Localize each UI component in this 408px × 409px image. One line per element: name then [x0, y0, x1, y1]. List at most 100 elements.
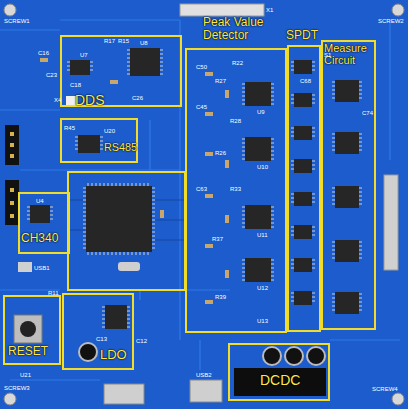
chip-pins — [312, 128, 315, 129]
chip-pins — [312, 264, 315, 265]
chip-pins — [332, 258, 335, 259]
chip-pins — [271, 227, 274, 228]
chip-pins — [242, 268, 245, 269]
passives — [205, 112, 213, 116]
chip-pins — [83, 220, 86, 221]
chip-pins — [104, 252, 105, 255]
chip-pins — [359, 138, 362, 139]
chip-pins — [160, 50, 163, 51]
chip-pins — [332, 188, 335, 189]
chip-pins — [332, 294, 335, 295]
chip-pins — [271, 155, 274, 156]
pin-headers — [5, 125, 19, 165]
chip-pins — [102, 311, 105, 312]
chip-pins — [152, 208, 155, 209]
chip-pins — [242, 272, 245, 273]
chip-pins — [312, 227, 315, 228]
chip-pins — [291, 235, 294, 236]
chip-pins — [332, 250, 335, 251]
chip-pins — [67, 66, 70, 67]
silkscreen-label: X1 — [266, 7, 273, 13]
silkscreen-label: C50 — [196, 64, 207, 70]
chip-pins — [271, 207, 274, 208]
silkscreen-label: C18 — [70, 82, 81, 88]
spdt-switches — [294, 60, 312, 74]
chip-pins — [291, 194, 294, 195]
chip-pins — [291, 297, 294, 298]
chip-pins — [359, 188, 362, 189]
chip-pins — [242, 264, 245, 265]
chip-pins — [152, 232, 155, 233]
silkscreen-label: U21 — [20, 372, 31, 378]
chip-pins — [152, 240, 155, 241]
chip-pins — [160, 70, 163, 71]
section-label: CH340 — [21, 232, 58, 245]
chip-pins — [291, 136, 294, 137]
section-label: SPDT — [286, 29, 318, 42]
chip-pins — [332, 298, 335, 299]
ic-chips — [335, 292, 359, 314]
chip-pins — [332, 90, 335, 91]
passives — [205, 244, 213, 248]
passives — [225, 90, 229, 98]
silkscreen-label: R45 — [64, 125, 75, 131]
ic-chips — [335, 80, 359, 102]
silkscreen-label: U12 — [257, 285, 268, 291]
chip-pins — [312, 231, 315, 232]
chip-pins — [332, 302, 335, 303]
chip-pins — [104, 183, 105, 186]
ic-chips — [245, 82, 271, 106]
chip-pins — [242, 104, 245, 105]
silkscreen-label: USB1 — [34, 265, 50, 271]
chip-pins — [359, 98, 362, 99]
silkscreen-label: SCREW2 — [378, 18, 404, 24]
chip-pins — [127, 50, 130, 51]
chip-pins — [359, 302, 362, 303]
chip-pins — [332, 310, 335, 311]
chip-pins — [332, 138, 335, 139]
spdt-switches — [294, 291, 312, 305]
chip-pins — [271, 84, 274, 85]
chip-pins — [148, 252, 149, 255]
chip-pins — [291, 128, 294, 129]
chip-pins — [242, 260, 245, 261]
chip-pins — [67, 62, 70, 63]
chip-pins — [160, 54, 163, 55]
chip-pins — [242, 223, 245, 224]
chip-pins — [291, 301, 294, 302]
chip-pins — [291, 268, 294, 269]
reset-cap — [20, 321, 36, 337]
chip-pins — [359, 250, 362, 251]
spdt-switches — [294, 93, 312, 107]
chip-pins — [50, 207, 53, 208]
screw-holes — [4, 4, 16, 16]
chip-pins — [359, 310, 362, 311]
chip-pins — [312, 235, 315, 236]
inductor — [234, 368, 326, 396]
chip-pins — [242, 227, 245, 228]
silkscreen-label: C45 — [196, 104, 207, 110]
ic-chips — [78, 135, 100, 153]
silkscreen-label: U13 — [257, 318, 268, 324]
silkscreen-label: R39 — [215, 294, 226, 300]
chip-pins — [127, 54, 130, 55]
chip-pins — [359, 94, 362, 95]
chip-pins — [75, 141, 78, 142]
chip-pins — [359, 298, 362, 299]
chip-pins — [83, 244, 86, 245]
ic-chips — [86, 186, 152, 252]
chip-pins — [271, 219, 274, 220]
chip-pins — [127, 327, 130, 328]
silkscreen-label: C13 — [96, 336, 107, 342]
silkscreen-label: C16 — [38, 50, 49, 56]
silkscreen-label: R15 — [118, 38, 129, 44]
passives — [205, 152, 213, 156]
chip-pins — [332, 146, 335, 147]
chip-pins — [27, 219, 30, 220]
chip-pins — [128, 183, 129, 186]
chip-pins — [83, 208, 86, 209]
chip-pins — [152, 216, 155, 217]
silkscreen-label: SCREW4 — [372, 386, 398, 392]
chip-pins — [291, 260, 294, 261]
chip-pins — [242, 143, 245, 144]
